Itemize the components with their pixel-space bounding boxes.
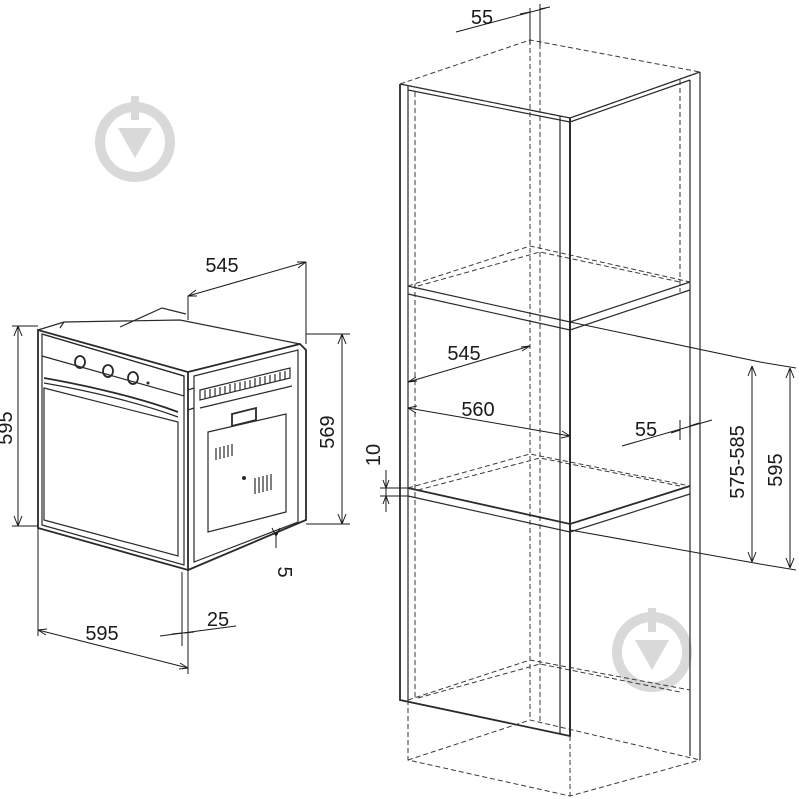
oven-door-offset-label: 25	[207, 609, 229, 631]
watermark-icon-bottom-right	[612, 608, 692, 692]
cabinet-dimensions	[380, 4, 797, 571]
cabinet-shelf-thickness-label: 10	[363, 444, 385, 466]
oven-width-label: 595	[85, 623, 118, 645]
oven-height-left-label: 595	[0, 411, 17, 444]
oven-vent-upper	[199, 367, 291, 401]
watermark-icon-top-left	[95, 96, 175, 182]
oven-bottom-gap-label: 5	[273, 566, 295, 577]
cabinet-top-panel-label: 55	[471, 7, 493, 29]
cabinet-niche-height-label: 575-585	[727, 425, 749, 498]
cabinet-niche-total-label: 595	[765, 453, 787, 486]
oven-drawing	[37, 307, 307, 572]
cabinet-drawing	[398, 39, 702, 797]
oven-dimensions	[12, 261, 350, 674]
oven-height-right-label: 569	[317, 415, 339, 448]
oven-depth-label: 545	[205, 255, 238, 277]
oven-vent-lower	[215, 444, 272, 494]
cabinet-side-panel-label: 55	[635, 419, 657, 441]
cabinet-inner-depth-label: 545	[447, 343, 480, 365]
cabinet-outer-depth-label: 560	[461, 399, 494, 421]
